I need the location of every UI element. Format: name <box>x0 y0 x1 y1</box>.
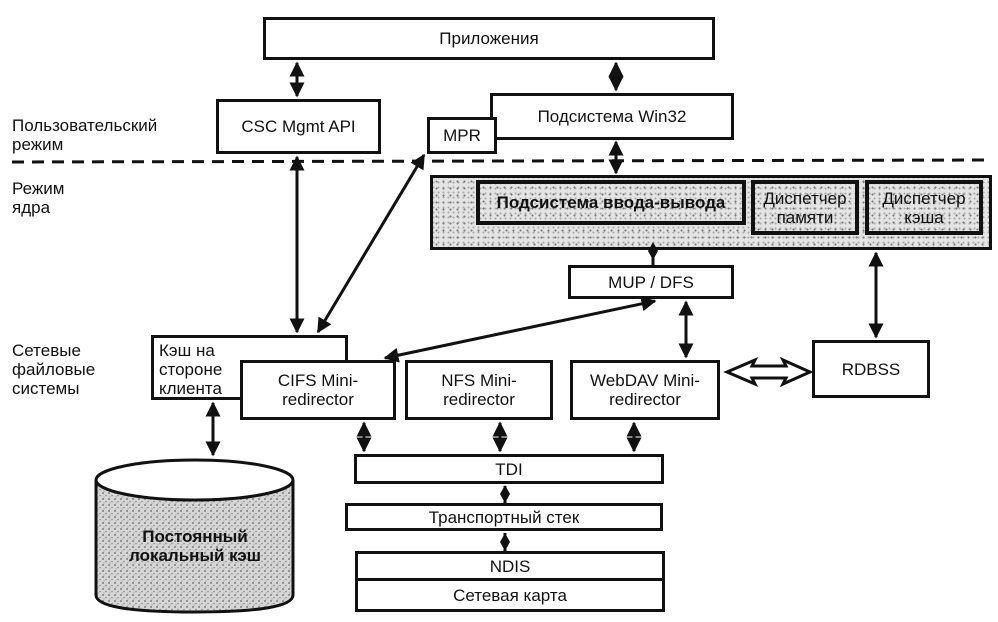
mpr-box: MPR <box>427 117 497 154</box>
mup-dfs-box: MUP / DFS <box>568 265 734 299</box>
user-kernel-separator <box>11 158 993 164</box>
applications-box: Приложения <box>263 17 715 60</box>
double-arrow-webdav-rdbss <box>723 356 814 388</box>
network-fs-label: Сетевые файловые системы <box>12 341 96 398</box>
cifs-mini-redirector-box: CIFS Mini-redirector <box>240 360 396 420</box>
diamond-transport-ndis <box>500 533 510 551</box>
io-subsystem-box: Подсистема ввода-вывода <box>476 180 746 225</box>
arrow-mpr-clientcache <box>316 153 426 334</box>
webdav-mini-redirector-box: WebDAV Mini-redirector <box>570 360 720 420</box>
client-cache-label: Кэш на стороне клиента <box>159 341 223 398</box>
memory-manager-box: Диспетчер памяти <box>751 180 859 235</box>
persistent-cache-label: Постоянный локальный кэш <box>129 527 261 565</box>
csc-mgmt-api-box: CSC Mgmt API <box>216 99 381 154</box>
transport-stack-box: Транспортный стек <box>345 503 663 531</box>
tdi-box: TDI <box>354 454 664 484</box>
user-mode-label: Пользовательский режим <box>12 116 158 154</box>
nfs-mini-redirector-box: NFS Mini-redirector <box>405 360 553 420</box>
ndis-box: NDIS <box>355 551 665 581</box>
rdbss-box: RDBSS <box>812 340 930 398</box>
cache-manager-box: Диспетчер кэша <box>865 180 983 235</box>
arrow-mup-cifs <box>383 296 657 363</box>
kernel-mode-label: Режим ядра <box>12 179 65 217</box>
win32-subsystem-box: Подсистема Win32 <box>490 93 734 140</box>
diamond-tdi-transport <box>500 485 510 503</box>
network-card-box: Сетевая карта <box>355 578 665 612</box>
